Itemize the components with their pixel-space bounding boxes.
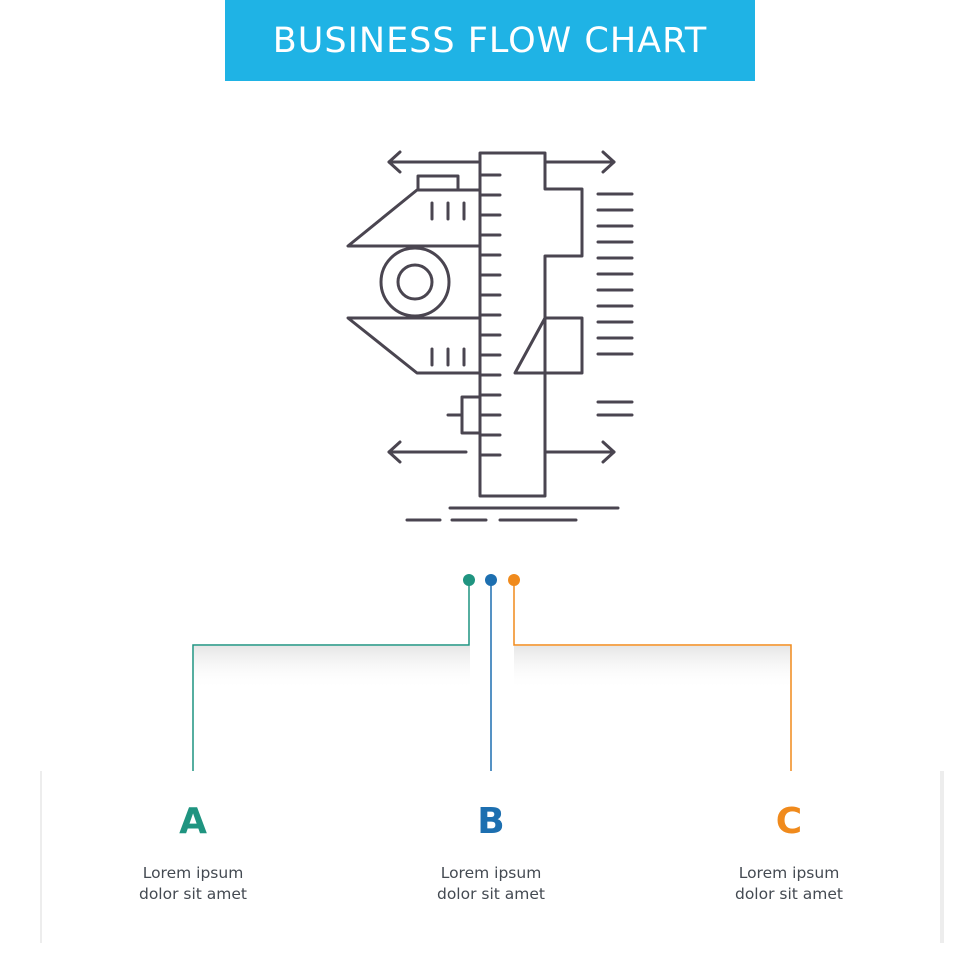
step-letter-b: B: [477, 801, 505, 842]
connector-c: [513, 584, 792, 780]
step-card-b: B Lorem ipsum dolor sit amet: [340, 771, 642, 943]
step-b-line1: Lorem ipsum: [440, 864, 542, 882]
step-text-b: Lorem ipsum dolor sit amet: [340, 863, 642, 905]
step-letter-a: A: [179, 801, 207, 842]
connector-a: [192, 584, 470, 780]
step-a-line1: Lorem ipsum: [142, 864, 244, 882]
step-letter-c: C: [775, 801, 803, 842]
step-a-line2: dolor sit amet: [138, 885, 247, 903]
vernier-caliper-icon: [346, 150, 634, 522]
teal-band-shadow: [194, 646, 470, 690]
step-text-c: Lorem ipsum dolor sit amet: [638, 863, 940, 905]
dot-c: [508, 574, 520, 586]
step-text-a: Lorem ipsum dolor sit amet: [42, 863, 344, 905]
step-card-c: C Lorem ipsum dolor sit amet: [638, 771, 940, 943]
dot-a: [463, 574, 475, 586]
step-card-a: A Lorem ipsum dolor sit amet: [42, 771, 344, 943]
orange-band-shadow: [514, 646, 791, 690]
step-b-line2: dolor sit amet: [436, 885, 545, 903]
title-banner: BUSINESS FLOW CHART: [225, 0, 755, 81]
step-c-line2: dolor sit amet: [734, 885, 843, 903]
page-title: BUSINESS FLOW CHART: [272, 20, 708, 61]
dot-b: [485, 574, 497, 586]
step-c-line1: Lorem ipsum: [738, 864, 840, 882]
